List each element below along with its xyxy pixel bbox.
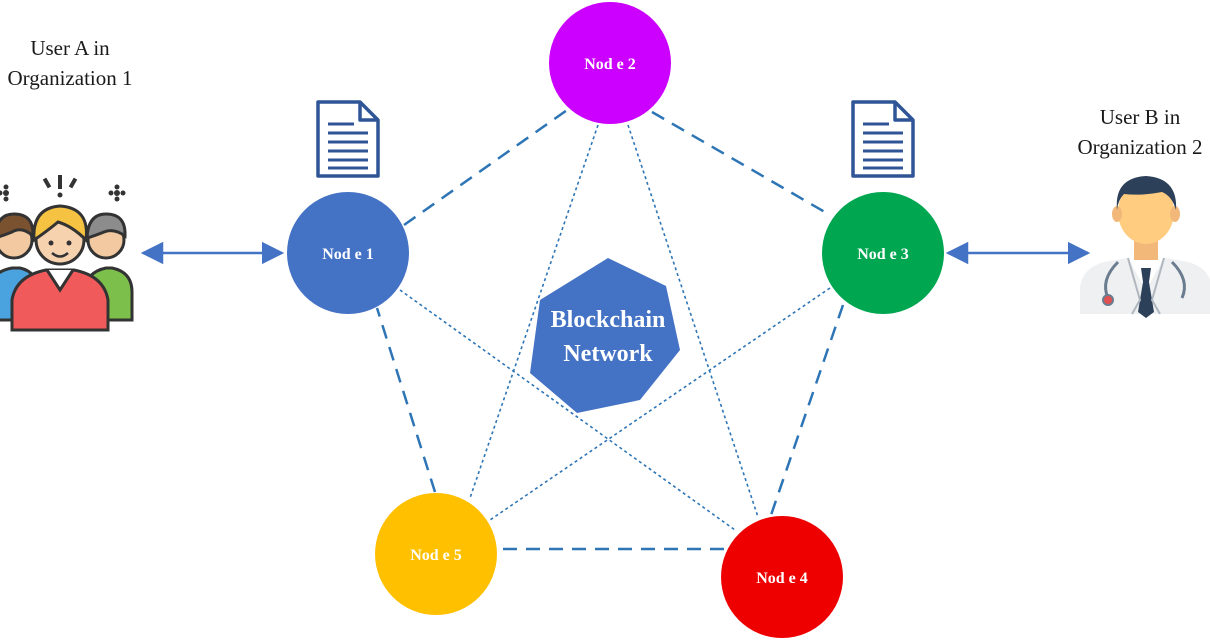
link-node5-node1 bbox=[375, 307, 437, 493]
node-1-label: Nod e 1 bbox=[322, 246, 374, 263]
link-node1-node4 bbox=[399, 289, 736, 531]
document-icon bbox=[851, 100, 915, 178]
inner-links bbox=[399, 124, 831, 531]
node-5: Nod e 5 bbox=[375, 493, 497, 615]
node-2-label: Nod e 2 bbox=[584, 56, 636, 73]
user-a-label: User A in Organization 1 bbox=[0, 33, 140, 93]
user-group-icon bbox=[0, 175, 134, 332]
node-3: Nod e 3 bbox=[822, 192, 944, 314]
link-node2-node4 bbox=[627, 124, 759, 518]
user-b-line2: Organization 2 bbox=[1077, 135, 1203, 159]
node-1: Nod e 1 bbox=[287, 192, 409, 314]
center-label-line1: Blockchain bbox=[551, 307, 666, 333]
user-a-line1: User A in bbox=[30, 36, 110, 60]
center-label-line2: Network bbox=[563, 341, 653, 367]
link-node2-node3 bbox=[651, 110, 831, 217]
document-icon bbox=[316, 100, 380, 178]
node-2: Nod e 2 bbox=[549, 2, 671, 124]
user-a-line2: Organization 1 bbox=[7, 66, 133, 90]
blockchain-network-shape: Blockchain Network bbox=[530, 258, 680, 413]
doctor-icon bbox=[1080, 176, 1210, 318]
link-node1-node2 bbox=[403, 106, 571, 227]
node-3-label: Nod e 3 bbox=[857, 246, 909, 263]
user-b-label: User B in Organization 2 bbox=[1070, 102, 1210, 162]
link-node3-node5 bbox=[489, 287, 831, 521]
user-b-line1: User B in bbox=[1099, 105, 1181, 129]
node-4-label: Nod e 4 bbox=[756, 570, 808, 587]
link-node3-node4 bbox=[768, 304, 845, 519]
node-5-label: Nod e 5 bbox=[410, 547, 462, 564]
center-heptagon bbox=[530, 258, 680, 413]
node-4: Nod e 4 bbox=[721, 516, 843, 638]
outer-links bbox=[375, 106, 845, 551]
